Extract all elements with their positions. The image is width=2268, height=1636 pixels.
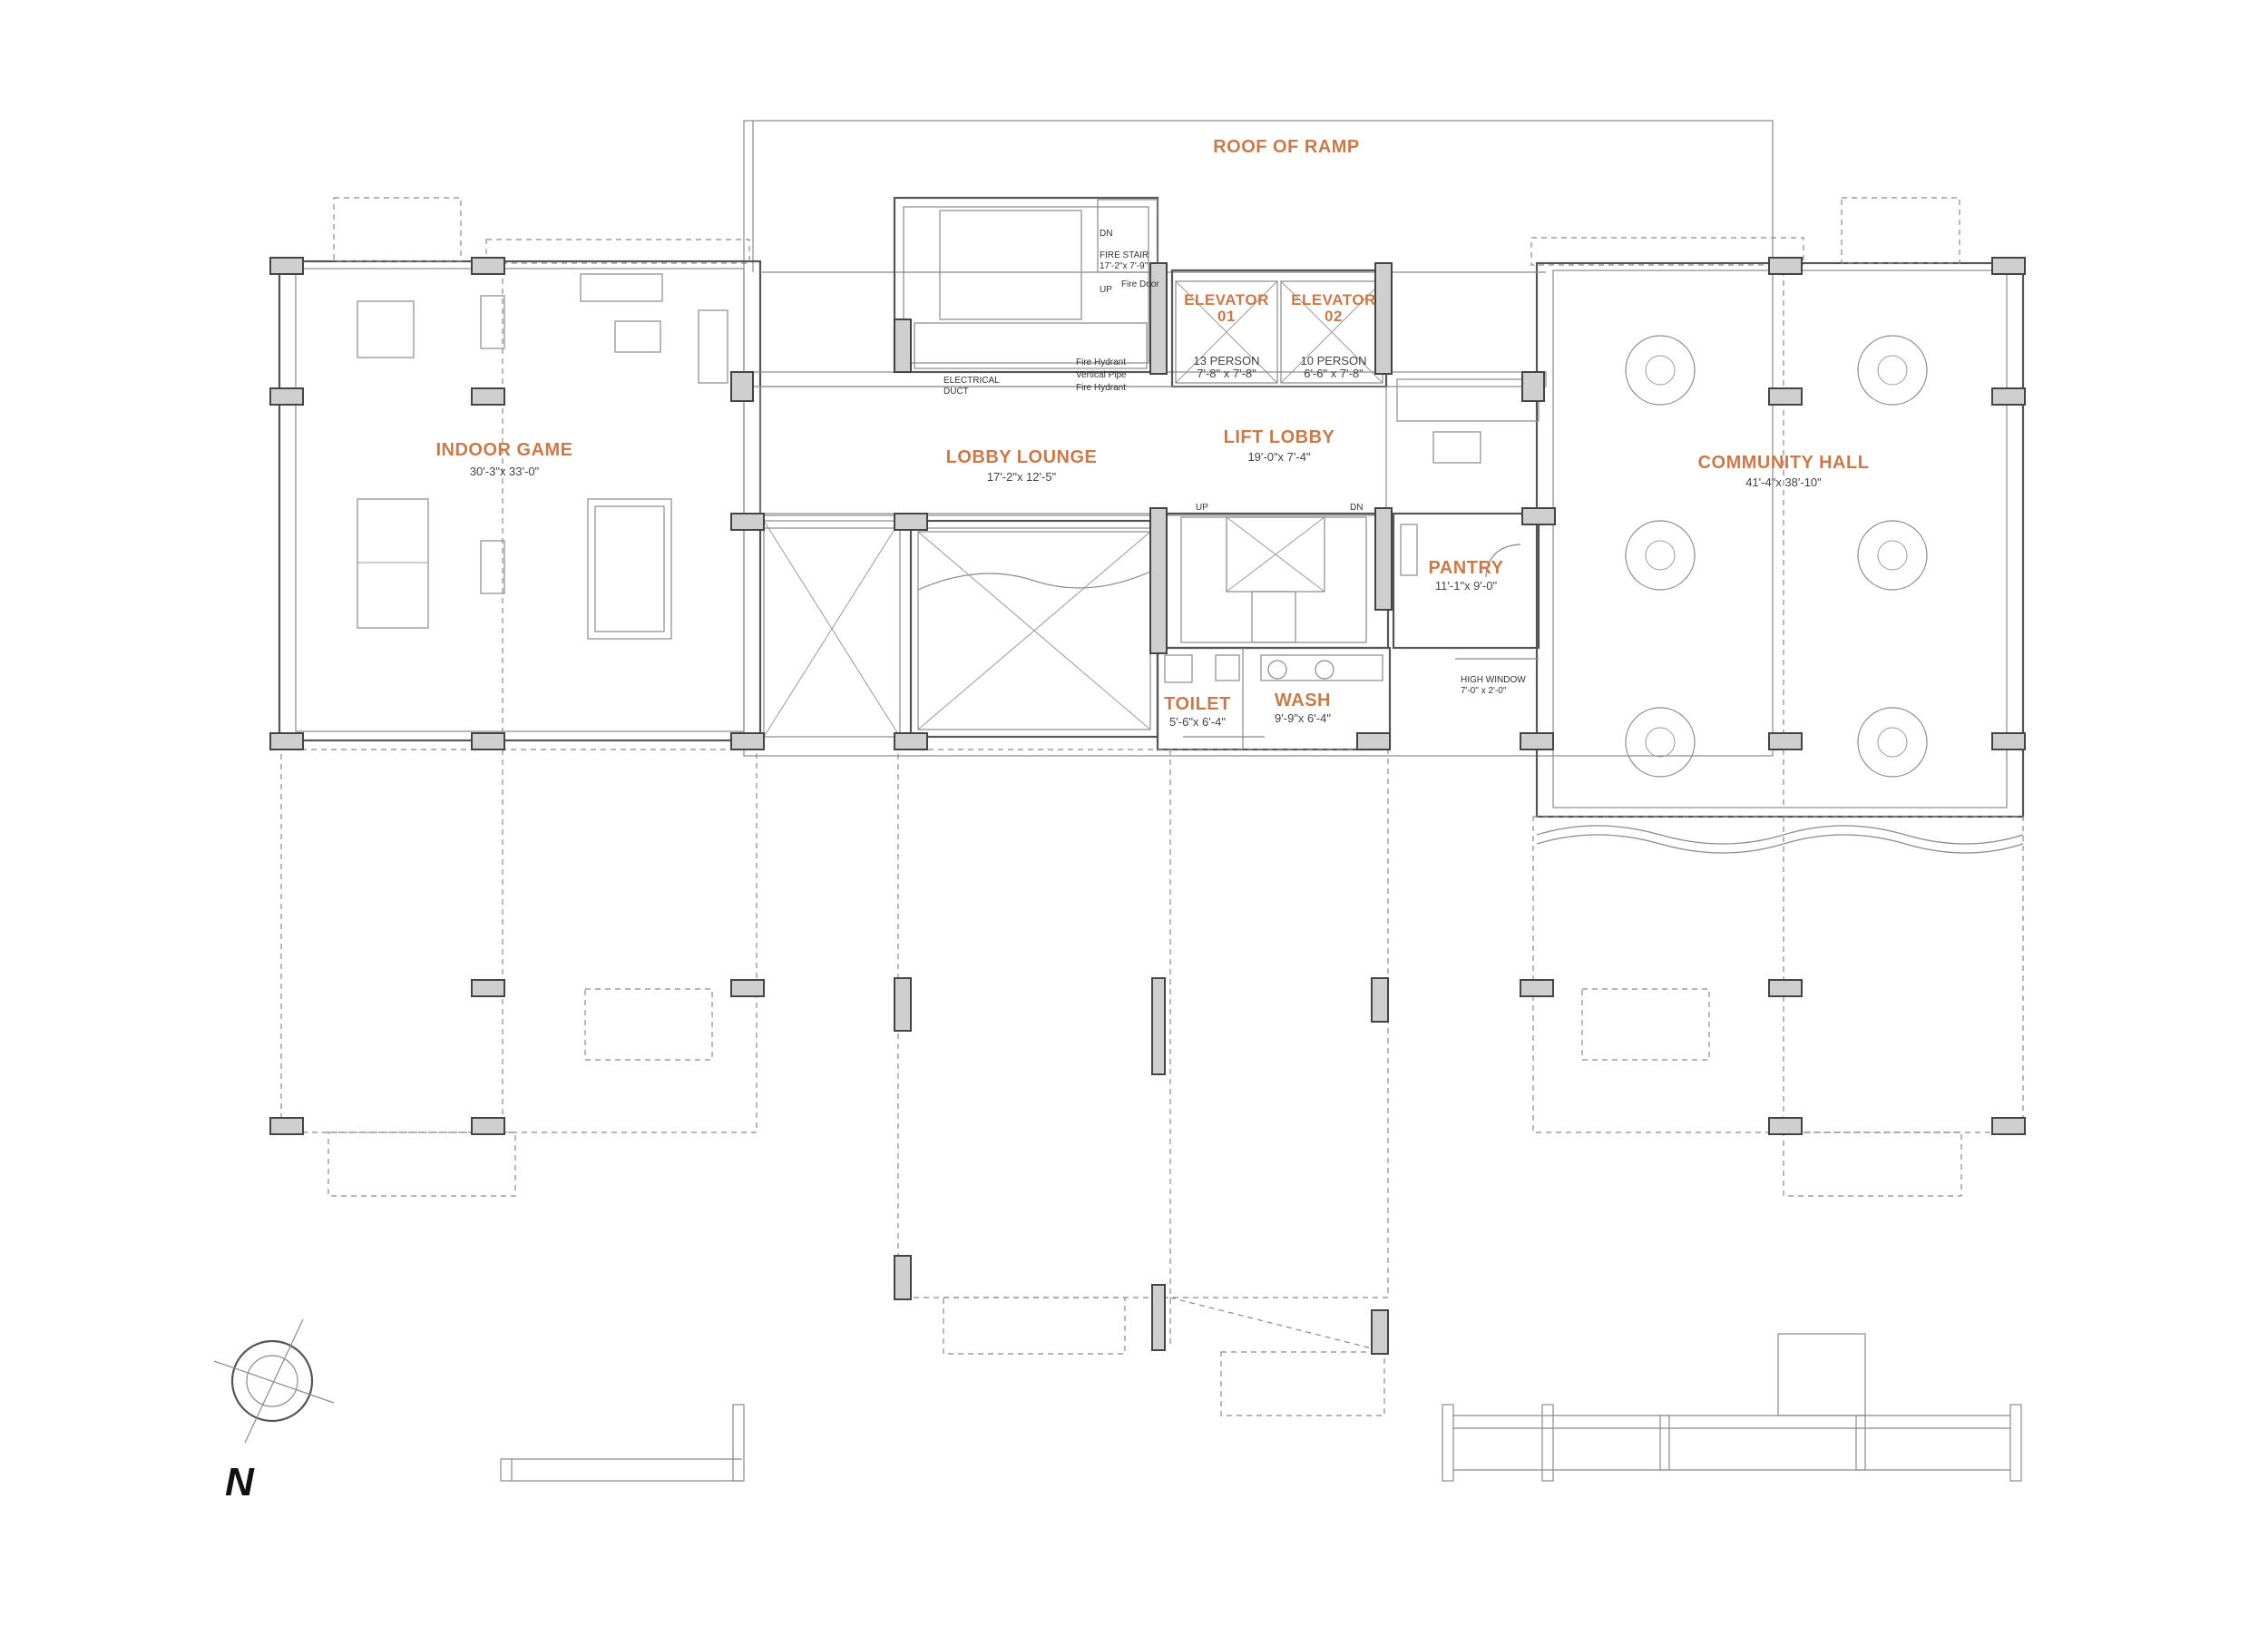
indoor-game-label: INDOOR GAME	[435, 440, 572, 460]
note-high-window-dim: 7'-0" x 2'-0"	[1461, 686, 1507, 696]
pantry-label: PANTRY	[1429, 558, 1504, 578]
note-duct: DUCT	[943, 387, 969, 397]
elevator-01-label: ELEVATOR	[1184, 291, 1269, 309]
wash-dim: 9'-9"x 6'-4"	[1275, 711, 1331, 725]
note-fire-hydrant-2: Fire Hydrant	[1076, 383, 1126, 393]
north-arrow-icon	[213, 1318, 335, 1444]
pantry-dim: 11'-1"x 9'-0"	[1435, 579, 1498, 593]
elevator-02-capacity: 10 PERSON	[1301, 354, 1367, 367]
elevator-02-dim: 6'-6" x 7'-8"	[1304, 367, 1364, 380]
labels: ROOF OF RAMP INDOOR GAME 30'-3"x 33'-0" …	[225, 137, 1869, 1504]
roof-of-ramp-label: ROOF OF RAMP	[1213, 137, 1360, 157]
note-stair-up: UP	[1196, 503, 1208, 513]
furniture	[357, 273, 1928, 778]
lift-lobby-label: LIFT LOBBY	[1224, 427, 1335, 447]
elevator-01-dim: 7'-8" x 7'-8"	[1197, 367, 1256, 380]
wash-label: WASH	[1275, 691, 1331, 710]
community-hall-dim: 41'-4"x 38'-10"	[1745, 475, 1822, 489]
elevator-01-capacity: 13 PERSON	[1194, 354, 1260, 367]
toilet-dim: 5'-6"x 6'-4"	[1169, 715, 1226, 729]
indoor-game-dim: 30'-3"x 33'-0"	[470, 465, 540, 478]
note-high-window: HIGH WINDOW	[1461, 675, 1526, 685]
lobby-lounge-dim: 17'-2"x 12'-5"	[987, 470, 1057, 484]
elevator-02-number: 02	[1325, 308, 1343, 325]
note-fire-stair-dim: 17'-2"x 7'-9"	[1100, 261, 1149, 271]
columns	[269, 257, 2026, 1355]
note-fire-stair: FIRE STAIR	[1100, 250, 1149, 260]
note-up: UP	[1100, 285, 1112, 295]
elevator-02-label: ELEVATOR	[1291, 291, 1376, 309]
note-electrical: ELECTRICAL	[943, 376, 1000, 386]
lobby-lounge-label: LOBBY LOUNGE	[946, 447, 1098, 467]
north-label: N	[225, 1460, 255, 1504]
note-fire-hydrant: Fire Hydrant	[1076, 358, 1126, 367]
round-tables	[1625, 335, 1928, 778]
lift-lobby-dim: 19'-0"x 7'-4"	[1247, 450, 1310, 464]
community-hall-label: COMMUNITY HALL	[1698, 453, 1870, 473]
note-dn: DN	[1100, 229, 1112, 239]
note-fire-door: Fire Door	[1121, 279, 1159, 289]
note-vertical-pipe: Vertical Pipe	[1076, 370, 1127, 380]
toilet-label: TOILET	[1164, 694, 1231, 714]
note-stair-dn: DN	[1350, 503, 1363, 513]
elevator-01-number: 01	[1217, 308, 1236, 325]
